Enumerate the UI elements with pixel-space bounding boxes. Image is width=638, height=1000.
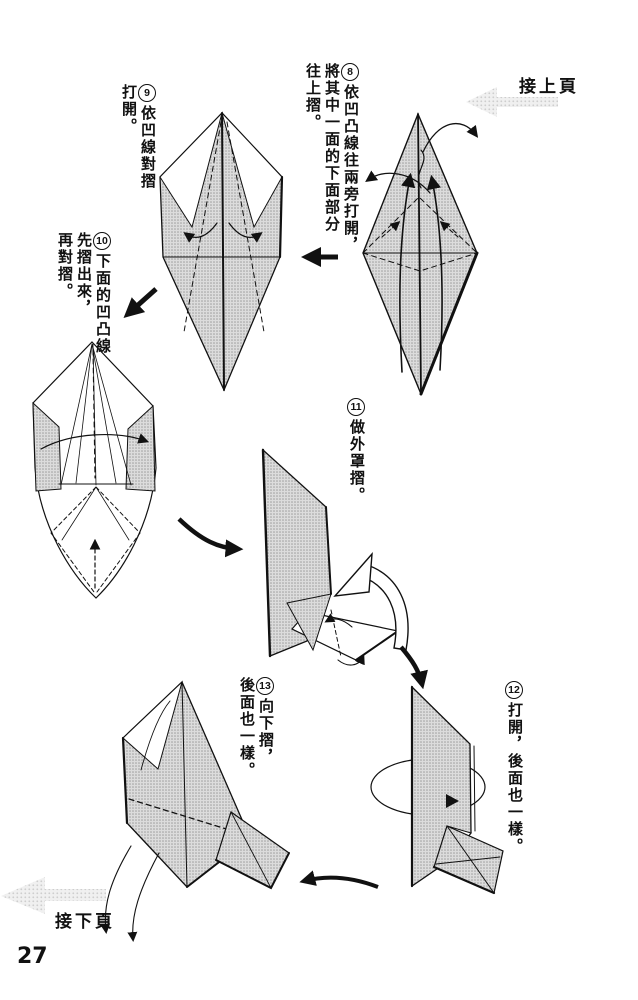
instruction-column: 13 向下摺， — [256, 677, 275, 779]
instruction-column: 12 打開，後面也一樣。 — [505, 681, 524, 855]
step-10-number-badge: 10 — [93, 232, 111, 250]
instruction-column: 再對摺。 — [56, 232, 73, 300]
instruction-column: 11 做外罩摺。 — [347, 398, 366, 504]
origami-step9-figure — [159, 111, 284, 392]
instruction-column: 8 依凹凸線往兩旁打開， — [341, 63, 360, 254]
step-13-number-badge: 13 — [256, 677, 274, 695]
next-page-arrow-icon — [1, 877, 106, 914]
instruction-column: 10 下面的凹凸線 — [93, 232, 112, 355]
origami-step8-figure — [362, 112, 479, 396]
step-12-instructions: 12 打開，後面也一樣。 — [505, 681, 524, 855]
prev-page-arrow-icon — [466, 87, 558, 117]
prev-page-label: 接上頁 — [519, 77, 579, 96]
step-9-number-badge: 9 — [138, 84, 156, 102]
step-8-number-badge: 8 — [341, 63, 359, 81]
instruction-column: 往上摺。 — [304, 63, 321, 131]
instruction-text: 打開，後面也一樣。 — [506, 702, 523, 855]
origami-step11-figure — [261, 448, 409, 666]
step-9-instructions: 9 依凹線對摺 打開。 — [119, 84, 157, 190]
step-12-number-badge: 12 — [505, 681, 523, 699]
instruction-column: 9 依凹線對摺 — [138, 84, 157, 190]
step-11-instructions: 11 做外罩摺。 — [347, 398, 366, 504]
step-13-instructions: 13 向下摺， 後面也一樣。 — [237, 677, 275, 779]
instruction-text: 依凹凸線往兩旁打開， — [342, 84, 359, 254]
next-page-label: 接下頁 — [55, 912, 115, 931]
origami-step10-figure — [32, 341, 157, 599]
step-10-instructions: 10 下面的凹凸線 先摺出來， 再對摺。 — [55, 232, 112, 355]
origami-step13-figure — [100, 680, 290, 942]
step-11-number-badge: 11 — [347, 398, 365, 416]
instruction-column: 打開。 — [120, 84, 137, 135]
step-8-instructions: 8 依凹凸線往兩旁打開， 將其中一面的下面部分 往上摺。 — [303, 63, 360, 254]
origami-step12-figure — [370, 685, 504, 895]
page-number: 27 — [17, 944, 48, 969]
instruction-text: 下面的凹凸線 — [94, 253, 111, 355]
instruction-column: 後面也一樣。 — [238, 677, 255, 779]
flow-arrow-step12-to-step13 — [299, 870, 379, 889]
instruction-text: 做外罩摺。 — [348, 419, 365, 504]
flow-arrow-step9-to-step10 — [123, 287, 158, 318]
instruction-column: 先摺出來， — [75, 232, 92, 317]
instruction-text: 向下摺， — [257, 698, 274, 766]
flow-arrow-step11-to-step12 — [399, 645, 428, 690]
instruction-column: 將其中一面的下面部分 — [323, 63, 340, 233]
instruction-text: 依凹線對摺 — [139, 105, 156, 190]
flow-arrow-step10-to-step11 — [177, 517, 244, 558]
